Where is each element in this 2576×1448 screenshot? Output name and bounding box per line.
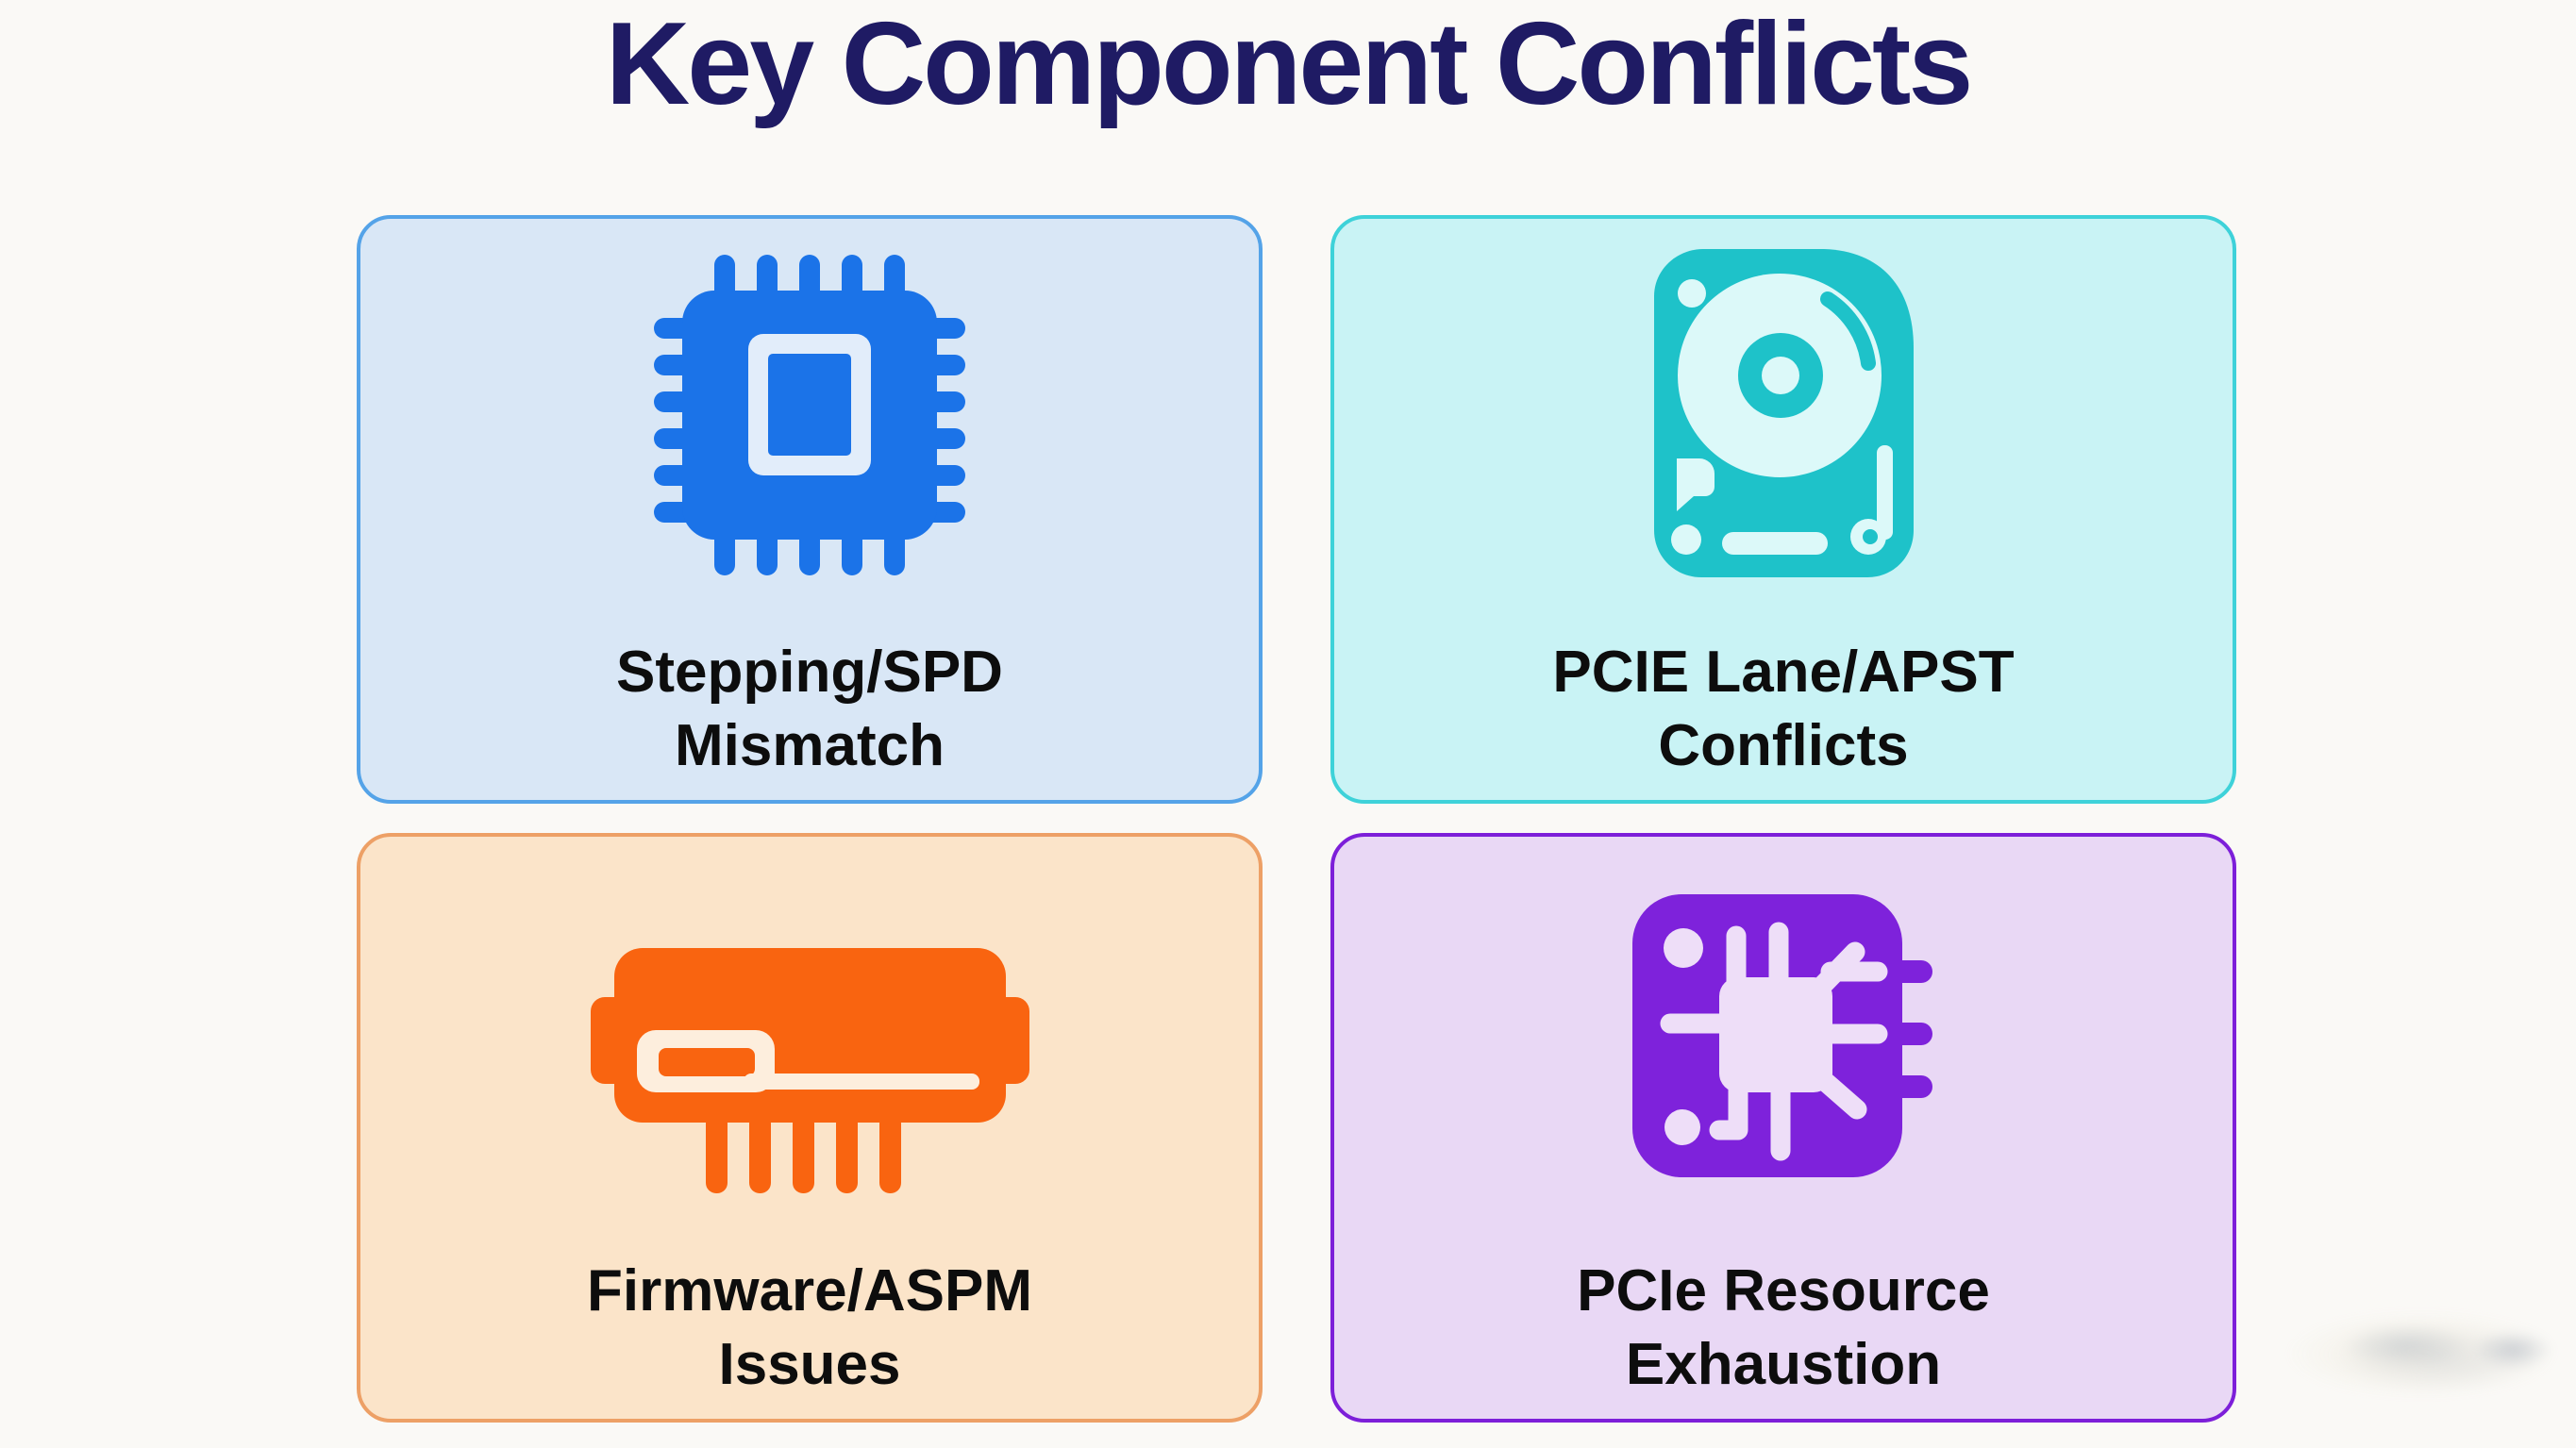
card-label-line2: Exhaustion	[1625, 1332, 1942, 1397]
card-label-line2: Conflicts	[1658, 713, 1909, 778]
card-label-line1: Firmware/ASPM	[586, 1258, 1033, 1323]
page-title: Key Component Conflicts	[605, 0, 1974, 129]
cpu-chip-icon	[654, 255, 965, 575]
card-pcie-lane-apst-conflicts: PCIE Lane/APST Conflicts	[1330, 215, 2236, 804]
card-label-line2: Mismatch	[675, 713, 945, 778]
card-label-line1: PCIe Resource	[1577, 1258, 1990, 1323]
card-stepping-spd-mismatch: Stepping/SPD Mismatch	[357, 215, 1263, 804]
card-label-line1: PCIE Lane/APST	[1552, 640, 2015, 705]
card-icon-area	[360, 837, 1259, 1255]
circuit-board-chip-icon	[1632, 893, 1932, 1177]
card-icon-area	[1334, 219, 2233, 636]
card-label: Stepping/SPD Mismatch	[616, 636, 1003, 800]
card-label-line1: Stepping/SPD	[616, 640, 1003, 705]
watermark-smudge	[2257, 1309, 2576, 1399]
card-label: Firmware/ASPM Issues	[587, 1255, 1032, 1419]
card-pcie-resource-exhaustion: PCIe Resource Exhaustion	[1330, 833, 2236, 1423]
hard-drive-icon	[1653, 249, 1914, 577]
card-label-line2: Issues	[718, 1332, 901, 1397]
card-label: PCIE Lane/APST Conflicts	[1552, 636, 2014, 800]
ram-module-icon	[590, 947, 1029, 1193]
card-icon-area	[1334, 837, 2233, 1255]
card-firmware-aspm-issues: Firmware/ASPM Issues	[357, 833, 1263, 1423]
card-icon-area	[360, 219, 1259, 636]
card-label: PCIe Resource Exhaustion	[1577, 1255, 1990, 1419]
